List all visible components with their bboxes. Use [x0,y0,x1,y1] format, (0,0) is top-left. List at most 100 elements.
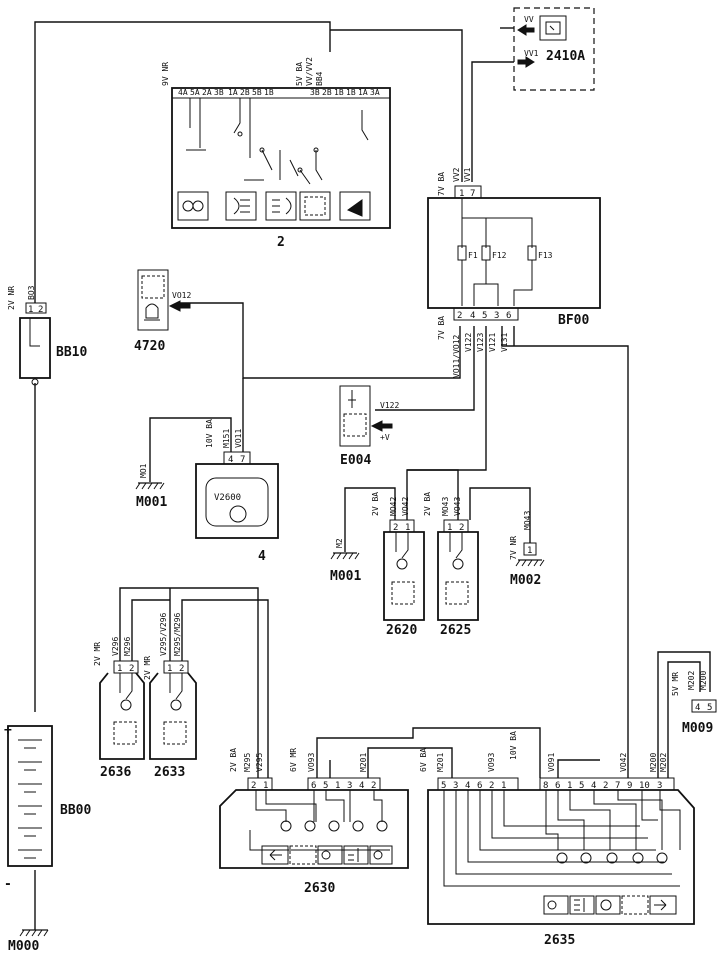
svg-text:1B: 1B [264,88,274,97]
svg-text:VO11/VO12: VO11/VO12 [452,334,461,378]
svg-text:5: 5 [323,781,328,791]
motor-icon [229,505,247,523]
headlamp-icon [233,197,250,215]
svg-text:2: 2 [129,664,134,674]
label-M001-left: M001 [136,495,167,510]
bf00-wire-color-out: 7V BA [437,316,446,340]
svg-text:2: 2 [371,781,376,791]
svg-text:2: 2 [38,305,43,315]
arrow-right-icon [517,24,535,36]
svg-text:M201: M201 [359,753,368,772]
svg-text:10V BA: 10V BA [509,731,518,760]
ground-M000: M000 [8,929,49,954]
svg-text:BO3: BO3 [27,285,36,300]
label-E004: E004 [340,453,371,468]
svg-text:3A: 3A [370,88,380,97]
svg-text:9: 9 [627,781,632,791]
svg-text:M296: M296 [123,637,132,656]
svg-text:VO42: VO42 [401,497,410,516]
fuse-f1 [457,245,467,261]
wire-vv1-label: VV1 [524,49,539,58]
svg-text:V122: V122 [464,333,473,352]
svg-text:1: 1 [405,523,410,533]
svg-text:5: 5 [707,703,712,713]
svg-text:5V MR: 5V MR [671,672,680,696]
label-2: 2 [277,235,285,250]
svg-text:1B: 1B [334,88,344,97]
bf00-wire-vv2: VV2 [452,167,461,182]
svg-text:5: 5 [482,311,487,321]
wire-vv-label: VV [524,15,534,24]
label-2635: 2635 [544,933,575,948]
svg-text:V131: V131 [500,333,509,352]
svg-text:2B: 2B [322,88,332,97]
svg-text:4: 4 [591,781,596,791]
svg-text:10: 10 [639,781,650,791]
svg-text:3: 3 [494,311,499,321]
label-2410A: 2410A [546,49,585,64]
lamp-unit-icon [621,895,649,915]
svg-text:M202: M202 [687,671,696,690]
dipped-beam-icon [272,197,292,215]
lamp-icon [452,558,464,570]
horn-icon [346,199,363,217]
svg-text:1: 1 [263,781,268,791]
lamp-unit-icon [289,845,317,865]
svg-text:3B: 3B [310,88,320,97]
svg-text:1: 1 [567,781,572,791]
svg-text:5A: 5A [190,88,200,97]
svg-text:2B: 2B [240,88,250,97]
svg-text:VO93: VO93 [307,753,316,772]
svg-text:-: - [4,877,12,892]
svg-text:M295: M295 [243,753,252,772]
svg-text:1A: 1A [358,88,368,97]
svg-text:6V MR: 6V MR [289,748,298,772]
svg-text:M151: M151 [222,429,231,448]
svg-text:VO91: VO91 [547,753,556,772]
svg-text:1: 1 [167,664,172,674]
fuse-f12 [481,245,491,261]
svg-text:8: 8 [543,781,548,791]
svg-text:M202: M202 [659,753,668,772]
label-2636: 2636 [100,765,131,780]
lamp-icon [120,699,132,711]
svg-text:4: 4 [228,455,233,465]
label-M000: M000 [8,939,39,954]
c2630-icons [261,845,393,865]
component-2635: 6V BA M201 VO93 10V BA VO91 VO42 M200 M2… [419,731,695,948]
lamp-icon [396,558,408,570]
svg-text:1: 1 [527,546,532,556]
svg-text:M2: M2 [335,538,344,548]
label-4720: 4720 [134,339,165,354]
label-BF00: BF00 [558,313,589,328]
svg-text:M200: M200 [699,671,708,690]
svg-text:1: 1 [459,189,464,199]
svg-text:V295/V296: V295/V296 [159,612,168,656]
svg-text:5: 5 [579,781,584,791]
bf00-wire-color-in: 7V BA [437,172,446,196]
c2-conn: BB4 [315,71,324,86]
svg-text:V296: V296 [111,637,120,656]
parking-icon [547,900,557,910]
svg-text:6: 6 [311,781,316,791]
svg-text:2: 2 [489,781,494,791]
label-2620: 2620 [386,623,417,638]
c2-icon-row [177,191,371,221]
svg-text:M201: M201 [436,753,445,772]
ground-M002: 7V NR MO43 1 M002 [509,511,545,588]
svg-text:7: 7 [615,781,620,791]
lamp-icon [170,699,182,711]
svg-text:VO93: VO93 [487,753,496,772]
svg-text:2: 2 [179,664,184,674]
svg-text:MO1: MO1 [139,463,148,478]
arrow-left-icon [269,849,282,861]
arrow-left-icon [168,300,191,312]
